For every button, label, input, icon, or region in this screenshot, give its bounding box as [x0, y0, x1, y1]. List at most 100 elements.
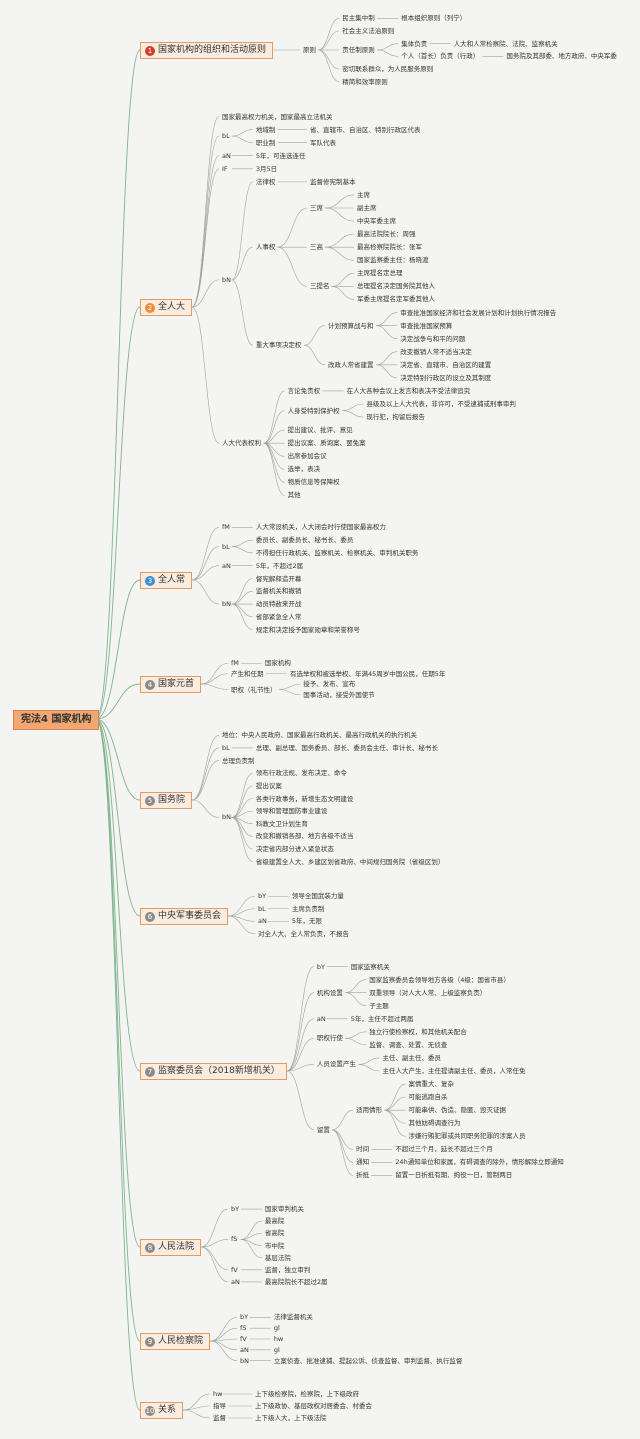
- mindmap-node: 国家最高权力机关，国家最高立法机关: [222, 112, 333, 121]
- mindmap-node: 物质信息等保障权: [287, 478, 340, 487]
- number-badge-icon: 8: [145, 1242, 155, 1253]
- mindmap-node: fS: [231, 1235, 238, 1244]
- connector-line: [228, 908, 256, 917]
- mindmap-node: 通知: [356, 1158, 370, 1167]
- mindmap-node: 集体负责: [401, 39, 428, 48]
- connector-line: [231, 817, 253, 850]
- connector-line: [376, 351, 398, 366]
- connector-line: [95, 718, 141, 801]
- branch-label: 中央军事委员会: [158, 911, 222, 921]
- number-badge-icon: 10: [145, 1405, 155, 1416]
- connector-line: [191, 155, 220, 308]
- mindmap-node: 提出议案、质询案、罢免案: [287, 439, 366, 448]
- connector-line: [345, 1031, 367, 1039]
- connector-line: [231, 785, 253, 818]
- mindmap-node: 国家机构: [264, 659, 291, 668]
- connector-line: [191, 279, 220, 308]
- mindmap-node: 主席负责制: [291, 904, 325, 913]
- mindmap-node: 科教文卫计划生育: [255, 819, 308, 828]
- connector-line: [191, 168, 220, 308]
- connector-line: [240, 1220, 262, 1240]
- mindmap-node: 在人大各种会议上发言和表决不受法律追究: [346, 386, 471, 395]
- connector-line: [279, 683, 301, 690]
- connector-line: [384, 1109, 406, 1124]
- connector-line: [191, 135, 220, 308]
- number-badge-icon: 7: [145, 1066, 155, 1077]
- mindmap-node: bY: [240, 1313, 249, 1322]
- connector-line: [332, 1109, 354, 1131]
- mindmap-node: 动员特赦来开战: [255, 600, 302, 609]
- connector-line: [318, 18, 340, 51]
- connector-line: [231, 578, 253, 605]
- connector-line: [201, 683, 229, 690]
- number-badge-icon: 6: [145, 911, 155, 922]
- mindmap-node: 上下级人大，上下级法院: [255, 1414, 327, 1422]
- connector-line: [325, 246, 355, 261]
- mindmap-node: aN: [231, 1277, 240, 1286]
- mindmap-node: 民主集中制: [342, 14, 375, 23]
- mindmap-node: 监督，独立审判: [264, 1265, 311, 1274]
- mindmap-node: 人大和人常检察院、法院、监察机关: [453, 39, 558, 48]
- mindmap-node: 立案侦查、批准逮捕、提起公诉、侦查监督、审判监督、执行监督: [273, 1356, 463, 1365]
- mindmap-node: 监督机关和撤销: [255, 587, 302, 596]
- mindmap-node: 领导全国武装力量: [291, 892, 344, 901]
- connector-line: [191, 747, 220, 801]
- mindmap-node: 5年，主任不超过两届: [350, 1014, 414, 1023]
- mindmap-node: 国事活动，接受外国使节: [303, 690, 375, 699]
- connector-line: [263, 442, 285, 483]
- connector-line: [231, 539, 253, 547]
- mindmap-node: 指导: [213, 1402, 227, 1410]
- mindmap-node: bL: [222, 132, 230, 141]
- mindmap-node: 领布行政法规、发布决定、命令: [255, 769, 347, 778]
- connector-line: [183, 1393, 211, 1411]
- branch-label: 国家机构的组织和活动原则: [158, 45, 267, 55]
- connector-line: [286, 966, 315, 1072]
- mindmap-node: 选举，表决: [287, 465, 321, 474]
- connector-line: [231, 181, 254, 281]
- mindmap-node: 精简和效率原则: [342, 77, 388, 86]
- mindmap-node: bY: [258, 892, 267, 901]
- connector-line: [384, 1083, 406, 1111]
- branch-label: 人民检察院: [158, 1336, 204, 1346]
- connector-line: [332, 1129, 354, 1163]
- connector-line: [286, 992, 315, 1072]
- connector-line: [95, 718, 141, 1248]
- connector-line: [183, 1409, 211, 1419]
- mindmap-node: 责任制原则: [342, 46, 375, 54]
- connector-line: [210, 1340, 238, 1351]
- mindmap-node: 其他: [287, 491, 301, 500]
- connector-line: [231, 772, 253, 818]
- connector-line: [95, 306, 141, 720]
- mindmap-node: 人大代表权利: [222, 439, 262, 448]
- connector-line: [231, 590, 253, 605]
- mindmap-node: fM: [231, 659, 239, 668]
- mindmap-node: IF: [222, 164, 228, 173]
- connector-line: [191, 760, 220, 801]
- mindmap-node: 其他妨碍调查行为: [408, 1119, 461, 1128]
- mindmap-node: 主席提名定总理: [357, 269, 403, 278]
- mindmap-node: 地域制: [255, 125, 276, 134]
- branch-label: 全人大: [158, 302, 186, 312]
- connector-line: [192, 799, 220, 818]
- mindmap-node: 个人（首长）负责（行政）: [401, 52, 480, 61]
- connector-line: [200, 1208, 229, 1248]
- mindmap-node: bY: [231, 1205, 240, 1214]
- mindmap-node: 最高院院长不超过2届: [264, 1277, 328, 1286]
- branch-label: 全人常: [158, 575, 186, 585]
- connector-line: [192, 565, 220, 581]
- connector-line: [231, 546, 253, 554]
- mindmap-node: 人事权: [255, 243, 276, 252]
- connector-line: [331, 273, 355, 287]
- mindmap-node: bN: [222, 275, 232, 284]
- mindmap-node: fS: [240, 1324, 247, 1333]
- connector-line: [95, 718, 141, 1072]
- mindmap-node: 监督: [213, 1414, 227, 1422]
- branch-label: 国家元首: [158, 679, 195, 689]
- mindmap-node: 军队代表: [310, 138, 336, 147]
- mindmap-node: 决定省内部分进入紧急状态: [255, 845, 334, 854]
- mindmap-node: 可能逃跑自杀: [408, 1093, 448, 1102]
- mindmap-node: aN: [258, 917, 267, 926]
- mindmap-node: 有选举权和被选举权、年满45周岁中国公民，任期5年: [290, 669, 446, 678]
